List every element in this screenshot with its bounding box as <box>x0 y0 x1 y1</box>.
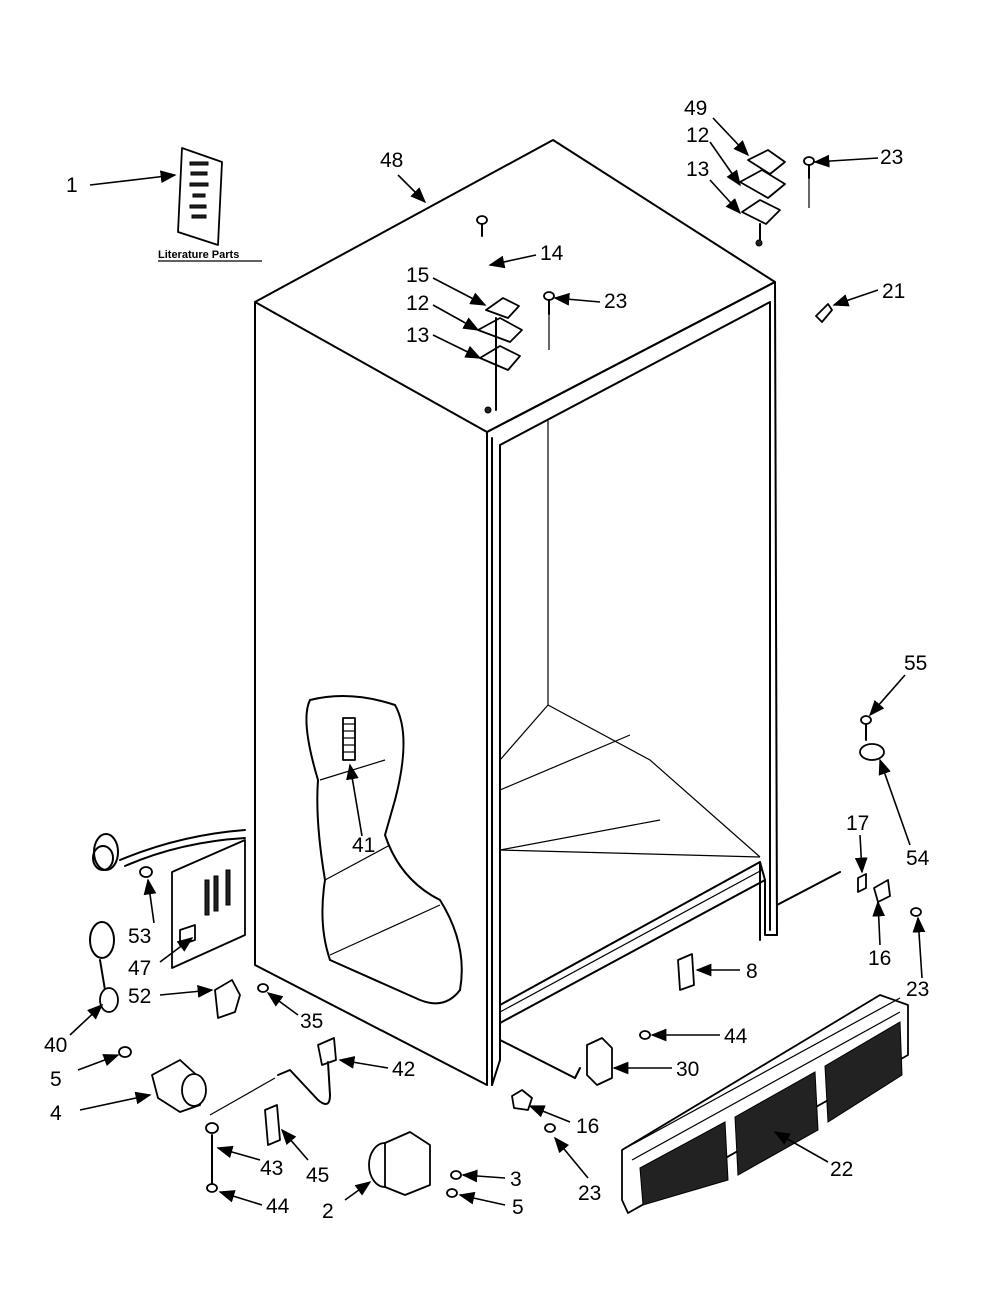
callout-30: 30 <box>676 1058 699 1081</box>
callout-numbers: 1 48 49 12 13 23 14 15 12 23 13 21 55 41… <box>44 97 930 1223</box>
literature-parts-label: Literature Parts <box>158 249 239 261</box>
callout-13-top-right: 13 <box>686 158 709 181</box>
callout-22: 22 <box>830 1158 853 1181</box>
power-cord <box>89 829 246 1013</box>
callout-43: 43 <box>260 1157 283 1180</box>
callout-5-bottom: 5 <box>512 1196 524 1219</box>
callout-47: 47 <box>128 957 151 980</box>
callout-44-middle: 44 <box>724 1025 748 1048</box>
part-2-assembly <box>368 1131 462 1198</box>
top-hinge-center <box>476 215 555 414</box>
callout-41: 41 <box>352 834 375 857</box>
callout-16-right: 16 <box>868 947 891 970</box>
callout-12-top-center: 12 <box>406 292 429 315</box>
callout-4: 4 <box>50 1102 62 1125</box>
bottom-right-hinge <box>857 715 922 917</box>
callout-40: 40 <box>44 1034 67 1057</box>
callout-23-right: 23 <box>906 978 929 1001</box>
callout-55: 55 <box>904 652 927 675</box>
callout-45: 45 <box>306 1164 329 1187</box>
callout-23-top-center: 23 <box>604 290 627 313</box>
leader-lines <box>69 117 926 1206</box>
callout-35: 35 <box>300 1010 323 1033</box>
tube-42 <box>277 1037 337 1105</box>
callout-8: 8 <box>746 960 758 983</box>
callout-48: 48 <box>380 149 403 172</box>
motor-4 <box>118 1046 207 1113</box>
callout-12-top-right: 12 <box>686 124 709 147</box>
callout-17: 17 <box>846 812 869 835</box>
callout-54: 54 <box>906 847 930 870</box>
callout-23-bottom: 23 <box>578 1182 601 1205</box>
bracket-52 <box>214 979 269 1019</box>
callout-23-top-right: 23 <box>880 146 903 169</box>
callout-21: 21 <box>882 280 905 303</box>
callout-15: 15 <box>406 264 429 287</box>
callout-5-left: 5 <box>50 1068 62 1091</box>
callout-53: 53 <box>128 925 151 948</box>
grille <box>621 994 909 1214</box>
top-hinge-right <box>739 149 833 323</box>
callout-13-top-center: 13 <box>406 324 429 347</box>
callout-52: 52 <box>128 985 151 1008</box>
callout-49: 49 <box>684 97 707 120</box>
callout-42: 42 <box>392 1058 415 1081</box>
callout-1: 1 <box>66 174 78 197</box>
control-panel <box>139 839 246 969</box>
cabinet <box>254 139 841 1086</box>
callout-2: 2 <box>322 1200 334 1223</box>
lower-middle-parts <box>511 953 695 1133</box>
callout-44-bottom: 44 <box>266 1195 290 1218</box>
parts-43-45 <box>205 1077 281 1193</box>
callout-14: 14 <box>540 242 564 265</box>
literature-parts: Literature Parts <box>158 147 262 262</box>
callout-3: 3 <box>510 1168 522 1191</box>
callout-16-bottom: 16 <box>576 1115 599 1138</box>
